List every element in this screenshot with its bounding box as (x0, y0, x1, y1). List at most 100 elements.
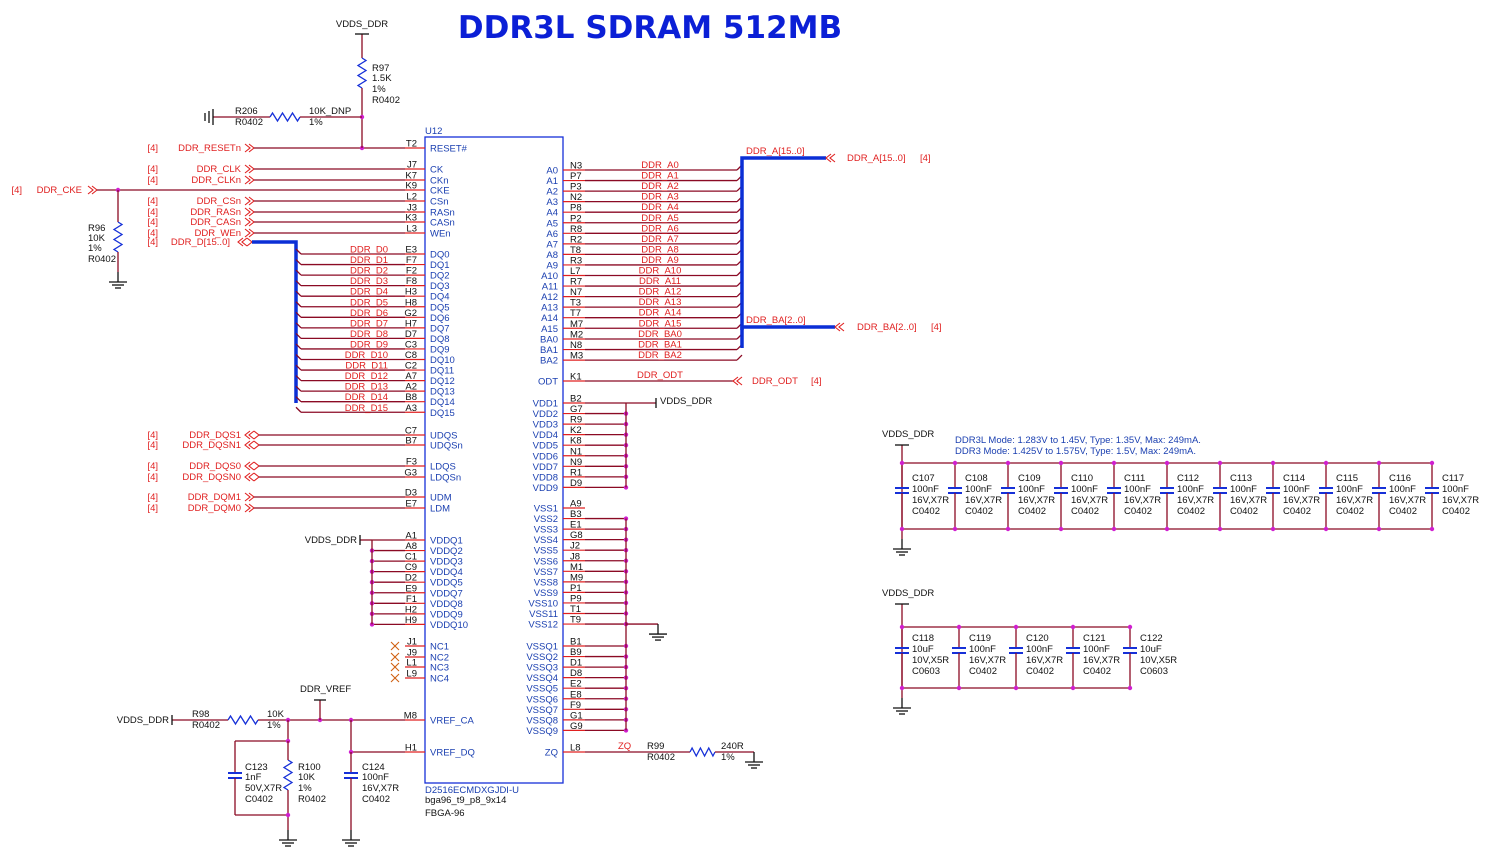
net-label: DDR_A8 (641, 244, 679, 255)
cap-value: 100nF (1018, 484, 1045, 495)
cap-rating: 16V,X7R (1442, 495, 1479, 506)
net-label: DDR_A13 (639, 297, 682, 308)
bus-entry (295, 385, 302, 392)
net-label: DDR_A11 (639, 276, 681, 287)
pin-ball: D8 (570, 668, 582, 679)
port-arrow (244, 164, 251, 174)
pin-name: BA1 (540, 345, 558, 356)
net-label: DDR_A2 (641, 181, 679, 192)
pin-name: BA2 (540, 356, 558, 367)
pin-name: DQ7 (430, 323, 450, 334)
pin-name: VDDQ3 (430, 557, 463, 568)
cap-value: 100nF (1230, 484, 1257, 495)
pin-ball: R7 (570, 277, 582, 288)
pin-name: VSS2 (534, 514, 558, 525)
port-sheet-ref: [4] (147, 228, 158, 239)
cap-rating: 16V,X7R (1230, 495, 1267, 506)
pin-name: VDD8 (533, 472, 558, 483)
cap-rating: 16V,X7R (969, 655, 1006, 666)
pin-name: DQ15 (430, 408, 455, 419)
pin-ball: R3 (570, 255, 582, 266)
power-label: VDDS_DDR (117, 715, 169, 726)
junction-dot (1217, 460, 1223, 466)
pin-name: NC4 (430, 674, 449, 685)
port-arrow (248, 472, 255, 482)
junction-dot (1323, 460, 1329, 466)
port-label: DDR_CASn (190, 217, 241, 228)
net-label: DDR_D11 (345, 361, 388, 372)
pin-ball: E8 (570, 689, 582, 700)
cap-pkg: C0402 (969, 666, 997, 677)
cap-rating: 10V,X5R (1140, 655, 1177, 666)
cap-ref: C118 (912, 633, 934, 644)
pin-ball: P3 (570, 182, 582, 193)
pin-ball: L3 (406, 224, 417, 235)
pin-name: VDD6 (533, 451, 558, 462)
pin-ball: L9 (406, 669, 417, 680)
pin-name: VSSQ2 (526, 652, 558, 663)
pin-name: DQ5 (430, 302, 450, 313)
pin-ball: B9 (570, 647, 582, 658)
pin-name: VSS4 (534, 535, 558, 546)
junction-dot (1058, 460, 1064, 466)
cap-ref: C115 (1336, 473, 1358, 484)
pin-ball: E9 (405, 583, 417, 594)
pin-name: VSS12 (528, 620, 558, 631)
pin-name: A15 (541, 324, 558, 335)
pin-name: A1 (546, 176, 558, 187)
bus-entry (295, 248, 302, 255)
pin-name: VREF_CA (430, 716, 474, 727)
port-arrow (825, 153, 832, 163)
pin-ball: T7 (570, 308, 581, 319)
pin-name: VSS6 (534, 556, 558, 567)
port-arrow (244, 503, 251, 513)
pin-ball: P8 (570, 203, 582, 214)
port-arrow (241, 237, 248, 247)
port-label: DDR_RESETn (178, 143, 241, 154)
port-arrow (838, 322, 845, 332)
port-sheet-ref: [4] (147, 196, 158, 207)
pin-name: VDDQ10 (430, 620, 468, 631)
pin-name: A11 (542, 282, 558, 293)
net-label: DDR_D15 (345, 403, 388, 414)
pin-name: ZQ (545, 748, 558, 759)
res-tol: 1% (372, 84, 386, 95)
resistor-symbol (282, 759, 294, 791)
pin-name: CKE (430, 186, 450, 197)
net-label: DDR_D9 (350, 339, 388, 350)
port-arrow (248, 430, 255, 440)
pin-ball: P7 (570, 171, 582, 182)
bus-entry (295, 290, 302, 297)
port-label: DDR_DQS0 (189, 461, 241, 472)
port-sheet-ref: [4] (147, 237, 158, 248)
resistor-symbol (356, 57, 368, 89)
pin-ball: D1 (570, 658, 582, 669)
pin-name: DQ10 (430, 355, 455, 366)
chip-part-number: D2516ECMDXGJDI-U (425, 785, 519, 796)
pin-name: VSSQ7 (526, 705, 558, 716)
cap-rating: 16V,X7R (1124, 495, 1161, 506)
pin-name: A12 (541, 292, 558, 303)
pin-ball: A1 (405, 531, 417, 542)
res-pkg: R0402 (235, 117, 263, 128)
pin-ball: H3 (405, 287, 417, 298)
cap-pkg: C0402 (1083, 666, 1111, 677)
port-arrow (244, 143, 251, 153)
pin-ball: J8 (570, 551, 580, 562)
pin-ball: G7 (570, 404, 583, 415)
res-pkg: R0402 (372, 95, 400, 106)
power-label: VDDS_DDR (336, 19, 388, 30)
pin-name: VSSQ8 (526, 715, 558, 726)
port-arrow (246, 237, 253, 247)
cap-ref: C113 (1230, 473, 1252, 484)
cap-ref: C120 (1026, 633, 1049, 644)
pin-ball: R1 (570, 467, 582, 478)
pin-ball: C1 (405, 552, 417, 563)
pin-name: DQ14 (430, 397, 455, 408)
junction-dot (1217, 526, 1223, 532)
cap-rating: 16V,X7R (1389, 495, 1426, 506)
port-arrow (244, 196, 251, 206)
cap-value: 100nF (1336, 484, 1363, 495)
bus-entry (295, 301, 302, 308)
pin-ball: C2 (405, 361, 417, 372)
